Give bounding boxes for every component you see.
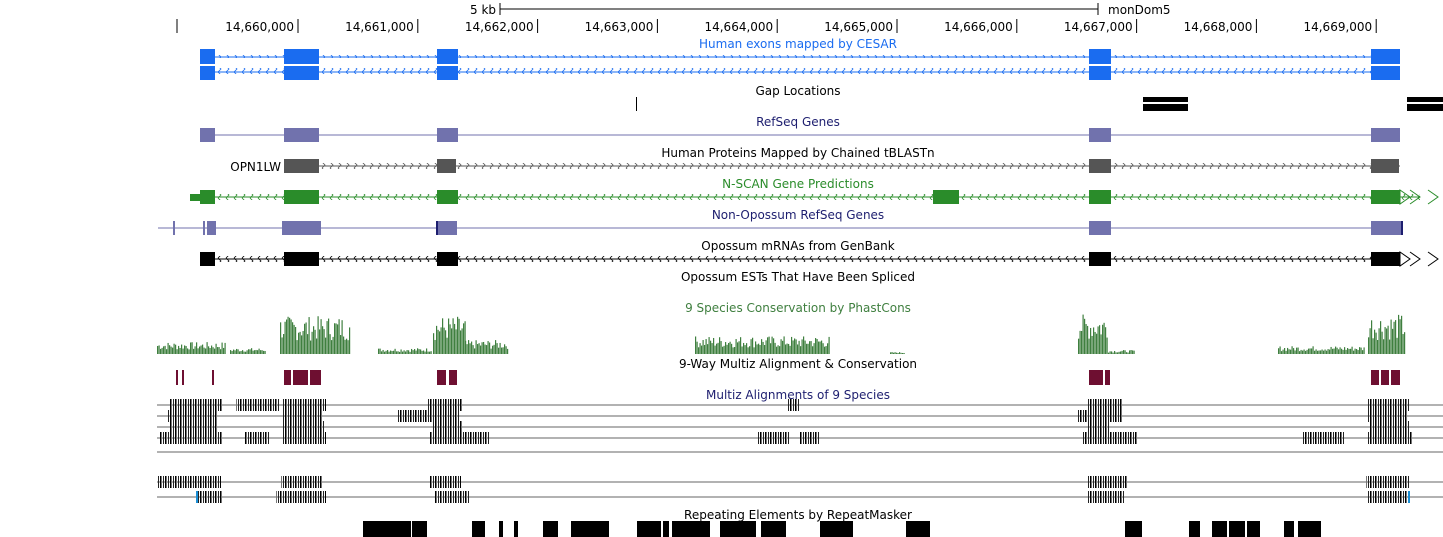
track-nonopossum-refseq[interactable]: Non-Opossum RefSeq Genes [158,208,1403,235]
base-position-ruler: 14,660,000 14,661,000 14,662,000 14,663,000… [176,19,1377,34]
track-title-gap: Gap Locations [755,84,840,98]
ruler-tick-label: 14,667,000 [1064,20,1133,34]
track-title-repeatmasker: Repeating Elements by RepeatMasker [684,508,912,522]
track-multiz-conservation[interactable]: 9-Way Multiz Alignment & Conservation [176,357,1400,385]
gene-label-opn1lw[interactable]: OPN1LW [230,160,281,174]
ruler-tick-label: 14,666,000 [944,20,1013,34]
ruler-tick-label: 14,664,000 [704,20,773,34]
track-title-mrna: Opossum mRNAs from GenBank [701,239,895,253]
track-tblastn[interactable]: Human Proteins Mapped by Chained tBLASTn… [230,146,1400,174]
track-opossum-ests[interactable]: Opossum ESTs That Have Been Spliced [681,270,915,284]
track-title-refseq: RefSeq Genes [756,115,840,129]
track-title-phastcons: 9 Species Conservation by PhastCons [685,301,911,315]
ruler-tick-label: 14,669,000 [1303,20,1372,34]
track-title-multiz-alignments: Multiz Alignments of 9 Species [706,388,890,402]
scale-bar-label: 5 kb [470,3,496,17]
track-nscan[interactable]: N-SCAN Gene Predictions [190,177,1439,205]
ruler-tick-label: 14,661,000 [345,20,414,34]
track-title-est: Opossum ESTs That Have Been Spliced [681,270,915,284]
track-repeatmasker[interactable]: Repeating Elements by RepeatMasker [363,508,1321,537]
track-title-tblastn: Human Proteins Mapped by Chained tBLASTn [661,146,934,160]
track-refseq-genes[interactable]: RefSeq Genes [200,115,1400,142]
ruler-tick-label: 14,668,000 [1184,20,1253,34]
assembly-label: monDom5 [1108,3,1171,17]
track-title-nscan: N-SCAN Gene Predictions [722,177,874,191]
track-multiz-alignments[interactable]: Multiz Alignments of 9 Species [157,388,1443,503]
ruler-tick-label: 14,665,000 [824,20,893,34]
track-title-multiz: 9-Way Multiz Alignment & Conservation [679,357,917,371]
track-phastcons[interactable]: 9 Species Conservation by PhastCons [157,301,1406,354]
track-title-cesar: Human exons mapped by CESAR [699,37,897,51]
track-title-nonopossum-refseq: Non-Opossum RefSeq Genes [712,208,884,222]
scale-bar: 5 kb monDom5 [470,3,1171,17]
ruler-tick-label: 14,663,000 [585,20,654,34]
track-gap-locations[interactable]: Gap Locations [636,84,1443,111]
ruler-tick-label: 14,660,000 [225,20,294,34]
track-opossum-mrnas[interactable]: Opossum mRNAs from GenBank [200,239,1439,267]
ruler-tick-label: 14,662,000 [465,20,534,34]
track-cesar[interactable]: Human exons mapped by CESAR [200,37,1400,80]
